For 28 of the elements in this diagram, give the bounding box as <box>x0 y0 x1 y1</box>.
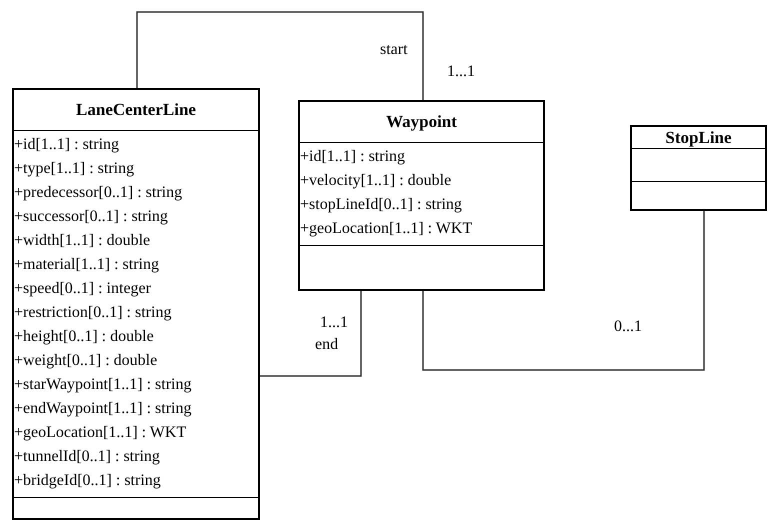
attribute-text: +starWaypoint[1..1] : string <box>14 375 192 395</box>
class-box <box>298 100 545 291</box>
attribute-text: +velocity[1..1] : double <box>300 171 452 191</box>
attribute-text: +successor[0..1] : string <box>14 207 169 227</box>
attribute-text: +geoLocation[1..1] : WKT <box>300 219 474 239</box>
attribute-text: +height[0..1] : double <box>14 327 155 347</box>
attribute-text: +material[1..1] : string <box>14 255 160 275</box>
attribute-text: +predecessor[0..1] : string <box>14 183 184 203</box>
attribute-text: +id[1..1] : string <box>14 135 120 155</box>
attribute-text: +type[1..1] : string <box>14 159 136 179</box>
class-box <box>12 88 260 520</box>
attribute-text: +stopLineId[0..1] : string <box>300 195 463 215</box>
class-name: LaneCenterLine <box>76 100 196 120</box>
attribute-text: +restriction[0..1] : string <box>14 303 172 323</box>
attribute-text: +geoLocation[1..1] : WKT <box>14 423 188 443</box>
attribute-text: +weight[0..1] : double <box>14 351 158 371</box>
class-name: StopLine <box>665 128 732 148</box>
attribute-text: +id[1..1] : string <box>300 147 406 167</box>
attribute-text: +tunnelId[0..1] : string <box>14 447 161 467</box>
association-line <box>136 11 424 100</box>
attribute-text: +bridgeId[0..1] : string <box>14 471 162 491</box>
association-line <box>422 211 705 371</box>
attribute-text: +width[1..1] : double <box>14 231 152 251</box>
attribute-text: +endWaypoint[1..1] : string <box>14 399 192 419</box>
class-name: Waypoint <box>386 112 457 132</box>
association-line <box>260 291 362 377</box>
class-box <box>630 125 767 211</box>
attribute-text: +speed[0..1] : integer <box>14 279 152 299</box>
